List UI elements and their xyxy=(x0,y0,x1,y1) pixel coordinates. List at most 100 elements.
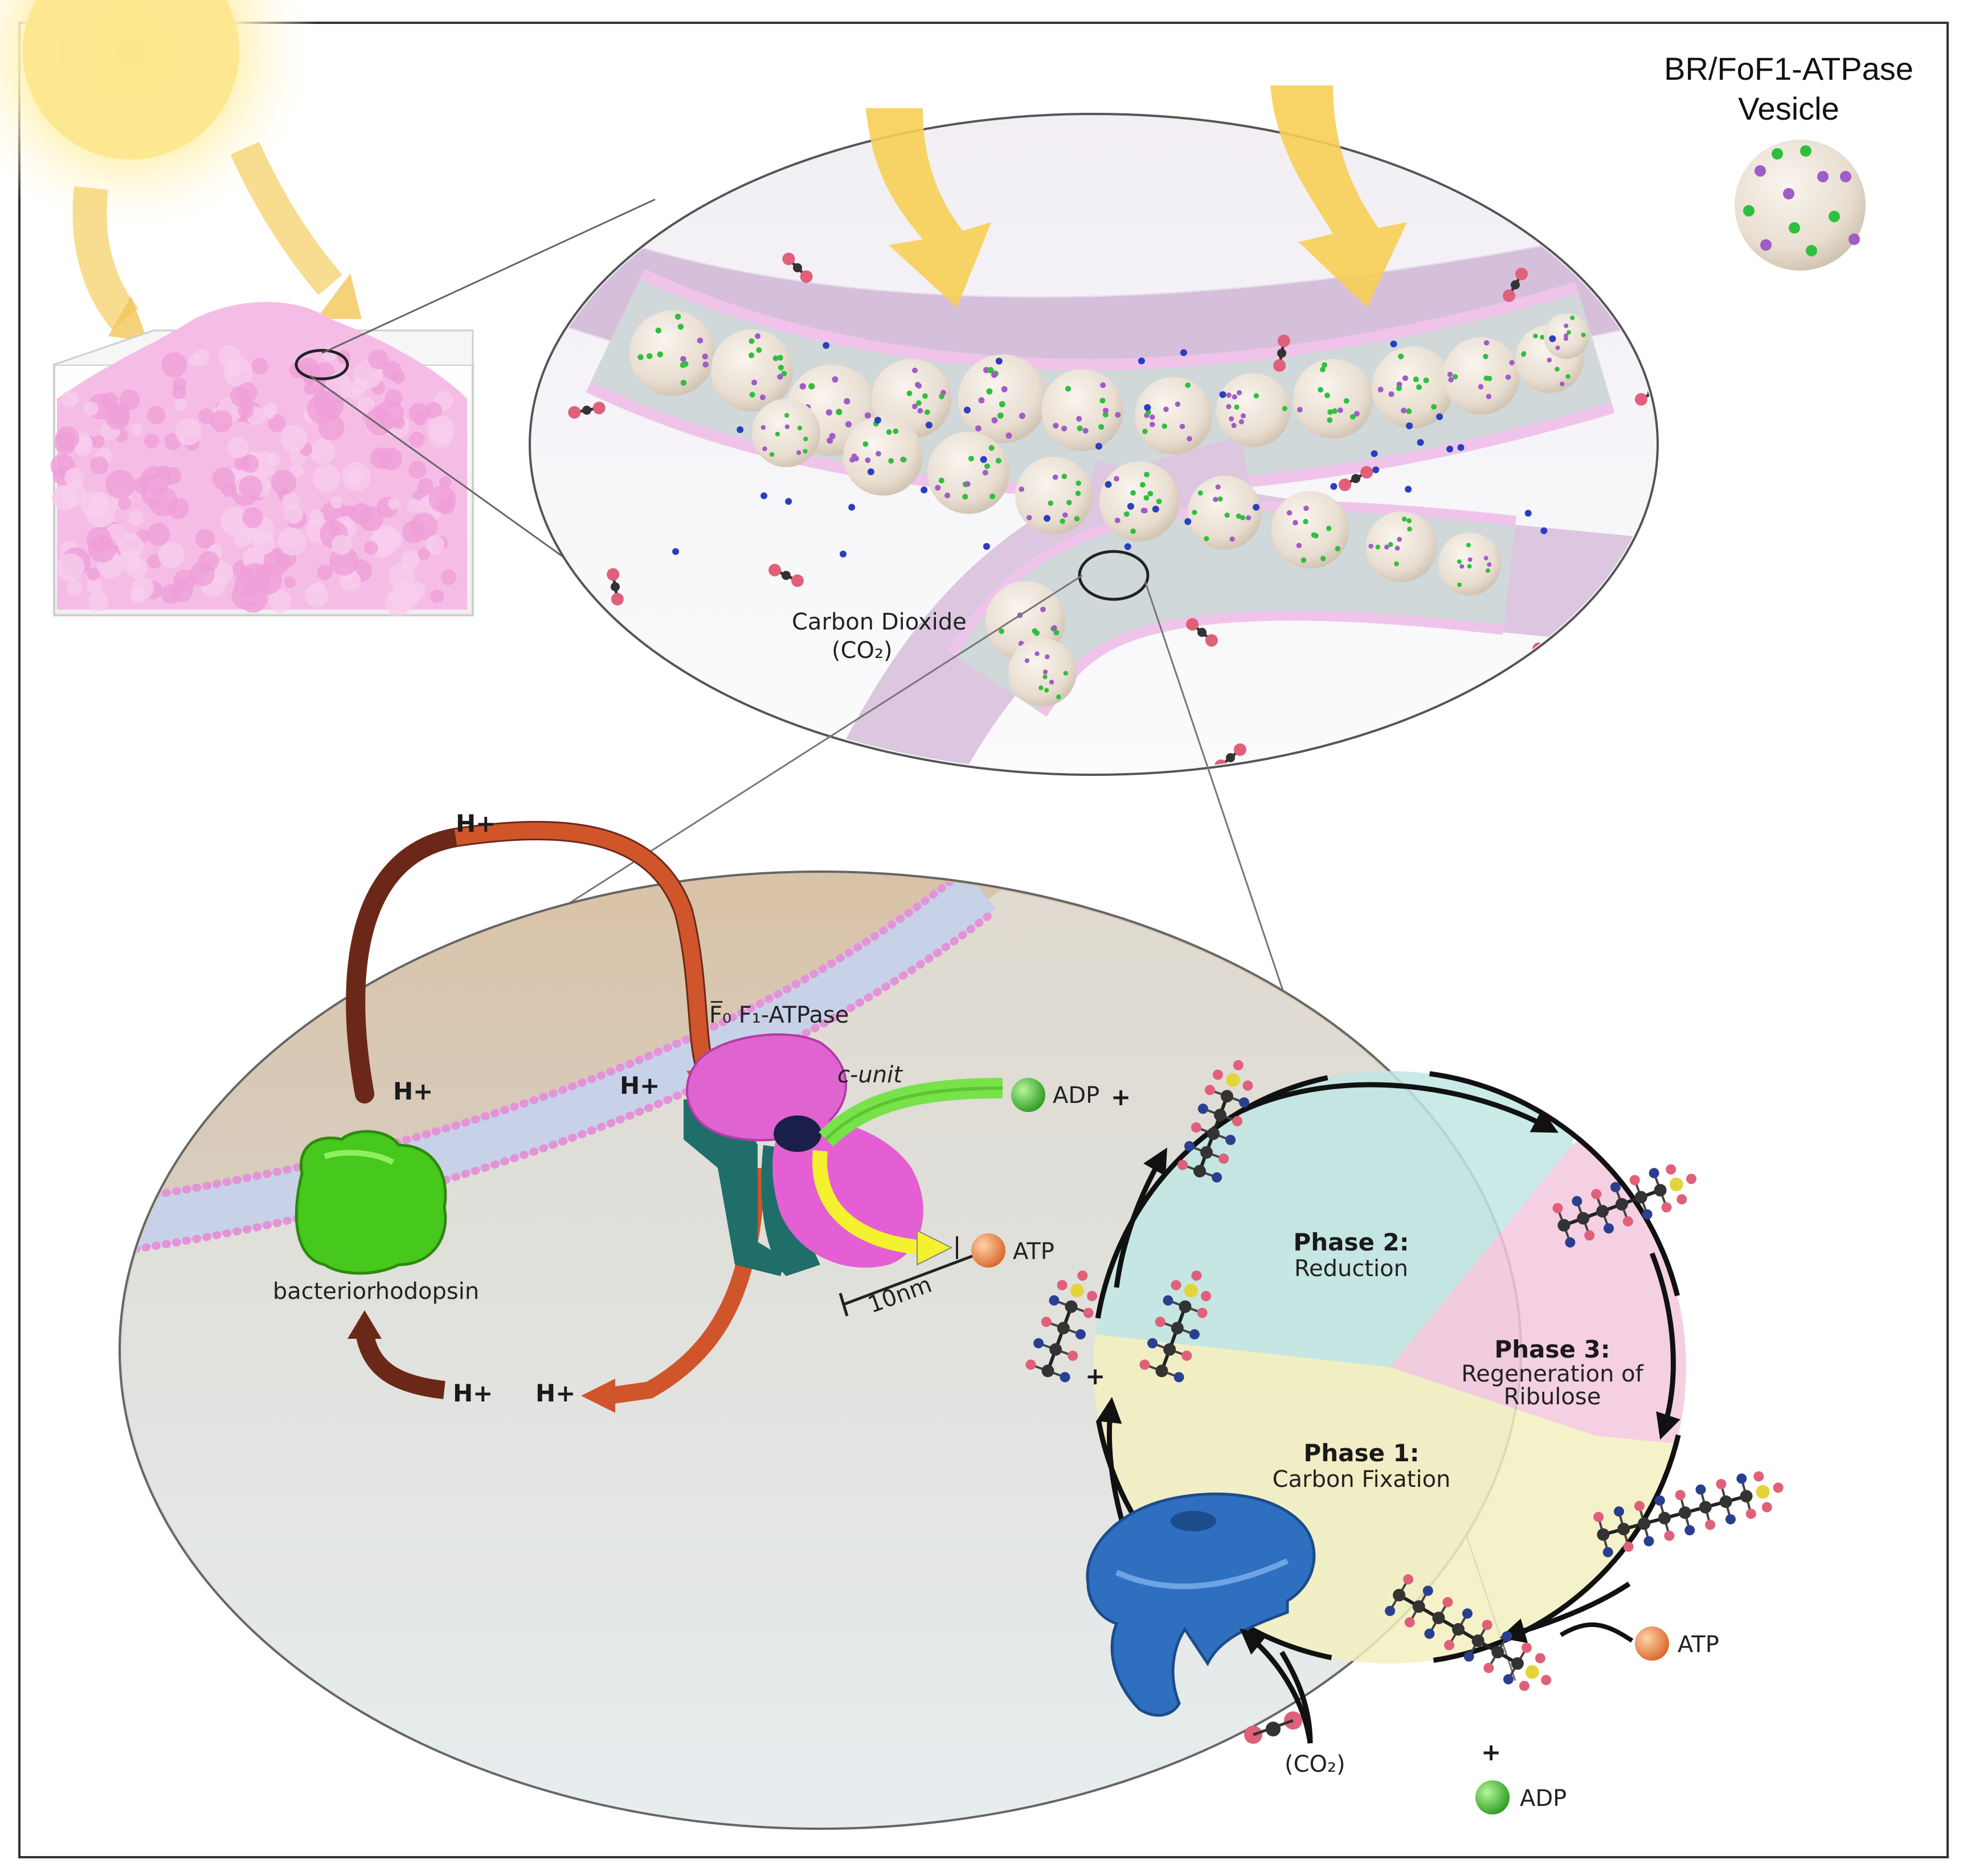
free-ion-dot xyxy=(963,406,971,414)
vesicle-protein-dot xyxy=(1042,669,1048,675)
atom xyxy=(1521,1642,1532,1653)
sugar-phosphate-molecule xyxy=(1552,1164,1697,1248)
atom xyxy=(1491,1646,1504,1658)
vesicle-protein-dot xyxy=(1040,606,1046,612)
vesicle-protein-dot xyxy=(1509,359,1515,366)
atom xyxy=(1171,1322,1184,1335)
vesicle-protein-dot xyxy=(1114,476,1119,482)
atpase-label: F̅₀ F₁-ATPase xyxy=(709,1001,849,1028)
atom xyxy=(1572,1196,1582,1207)
vesicle-protein-dot xyxy=(1215,484,1221,490)
co2-molecule-icon xyxy=(607,568,624,606)
atom xyxy=(1676,1194,1687,1205)
atom xyxy=(1502,1631,1512,1642)
atom xyxy=(1617,1523,1630,1536)
vesicle-body xyxy=(1438,533,1501,595)
pink-vesicle-blob xyxy=(408,460,427,479)
vesicle-protein-dot xyxy=(1332,408,1338,414)
co2-molecule-icon xyxy=(1177,82,1216,112)
atom xyxy=(1623,1541,1634,1552)
vesicle-protein-dot xyxy=(1142,428,1148,435)
pink-vesicle-blob xyxy=(368,349,389,370)
vesicle-protein-dot xyxy=(760,425,766,430)
adp-molecule-icon xyxy=(1011,1078,1045,1112)
vesicle-protein-dot xyxy=(1099,398,1106,404)
vesicle-protein-dot xyxy=(755,333,761,340)
phosphate-atom xyxy=(1669,1177,1683,1191)
vesicle-protein-dot xyxy=(1061,426,1068,432)
vesicle xyxy=(711,329,793,411)
atom xyxy=(1181,1350,1192,1361)
pink-vesicle-blob xyxy=(241,563,271,592)
free-ion-dot xyxy=(840,550,847,558)
atom xyxy=(1197,1103,1208,1114)
vesicle-protein-dot xyxy=(1354,411,1360,417)
vesicle-protein-dot xyxy=(876,451,881,457)
vesicle-protein-dot xyxy=(1140,508,1147,514)
pink-vesicle-blob xyxy=(426,535,445,554)
vesicle-protein-dot xyxy=(944,492,951,498)
vesicle-protein-dot xyxy=(677,324,684,330)
vesicle-protein-dot xyxy=(1581,332,1586,337)
vesicle-protein-dot xyxy=(865,457,871,463)
pink-vesicle-blob xyxy=(220,506,250,536)
atom xyxy=(1060,1372,1070,1383)
pink-vesicle-blob xyxy=(128,510,144,526)
vesicle-protein-dot xyxy=(825,409,833,416)
atom xyxy=(1649,1168,1659,1179)
pink-vesicle-blob xyxy=(284,504,304,524)
vesicle-protein-dot xyxy=(1397,537,1402,542)
atom xyxy=(1753,1471,1764,1482)
vesicle-protein-dot xyxy=(1237,390,1242,395)
vesicle-protein-dot xyxy=(1236,513,1241,519)
free-ion-dot xyxy=(1457,444,1465,451)
atom xyxy=(1404,1617,1415,1628)
pink-vesicle-blob xyxy=(268,414,286,432)
vesicle-protein-dot xyxy=(1156,498,1162,505)
phase2-title: Phase 2: xyxy=(1293,1228,1409,1256)
vesicle-legend-title-line2: Vesicle xyxy=(1738,91,1839,126)
pink-vesicle-blob xyxy=(240,454,259,473)
vesicle-protein-dot xyxy=(1326,525,1332,532)
vesicle-protein-dot xyxy=(772,355,779,361)
atom xyxy=(1147,1338,1158,1348)
pink-vesicle-blob xyxy=(84,402,99,416)
vesicle xyxy=(1188,476,1262,550)
vesicle-protein-dot xyxy=(1019,487,1024,492)
atom xyxy=(1602,1547,1613,1558)
atom xyxy=(1745,1509,1756,1519)
pink-vesicle-blob xyxy=(332,534,352,555)
pink-vesicle-blob xyxy=(230,386,251,407)
atom xyxy=(1225,1134,1236,1145)
atom xyxy=(1155,1364,1168,1378)
atom xyxy=(1444,1640,1454,1650)
vesicle xyxy=(1015,457,1093,534)
free-ion-dot xyxy=(1371,450,1378,457)
vesicle-protein-dot xyxy=(1044,688,1049,693)
vesicle-protein-dot xyxy=(1459,564,1465,569)
free-ion-dot xyxy=(737,426,744,434)
vesicle xyxy=(1442,337,1520,415)
vesicle-protein-dot xyxy=(1467,557,1473,562)
vesicle-protein-dot xyxy=(1324,393,1330,398)
vesicle-protein-dot xyxy=(1038,685,1044,690)
vesicle-protein-dot xyxy=(1555,366,1560,372)
vesicle-protein-dot xyxy=(1457,559,1462,564)
pink-vesicle-blob xyxy=(342,462,371,491)
atom xyxy=(1191,1270,1202,1281)
vesicle-protein-dot xyxy=(1301,557,1307,563)
vesicle-protein-dot xyxy=(1413,376,1419,383)
vesicle-protein-dot xyxy=(1238,419,1244,424)
vesicle-protein-dot xyxy=(1286,510,1293,516)
vesicle xyxy=(1216,373,1290,447)
vesicle-protein-dot xyxy=(986,388,993,395)
vesicle-protein-dot xyxy=(796,450,801,455)
vesicle-protein-dot xyxy=(1048,500,1054,506)
co2-molecule-icon xyxy=(568,402,606,419)
free-ion-dot xyxy=(1406,422,1413,430)
pink-vesicle-blob xyxy=(317,565,333,581)
pink-vesicle-blob xyxy=(144,433,160,449)
vesicle-body xyxy=(1442,337,1520,415)
legend-protein-dot xyxy=(1849,234,1860,245)
vesicle-body xyxy=(927,432,1009,514)
